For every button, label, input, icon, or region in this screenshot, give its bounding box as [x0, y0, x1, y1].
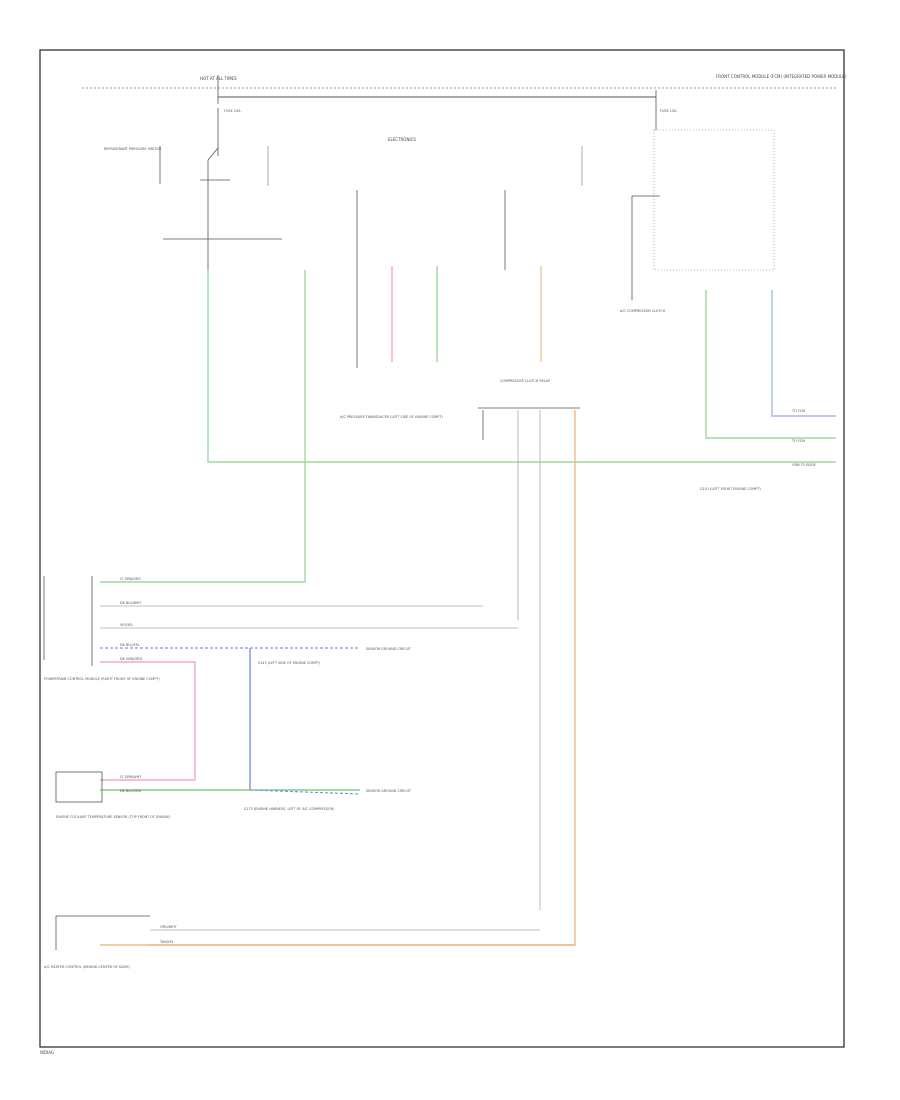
wire-label-8: ORG/WHT [160, 925, 178, 929]
svg-text:COMPRESSOR CLUTCH RELAY: COMPRESSOR CLUTCH RELAY [500, 379, 551, 383]
svg-text:ENGINE COOLANT TEMPERATURE SEN: ENGINE COOLANT TEMPERATURE SENSOR (TOP F… [56, 815, 171, 819]
wire-lt-grn-1 [207, 270, 836, 463]
fcm-relay-block: A/C COMPRESSOR CLUTCH [620, 129, 775, 313]
svg-text:A/C HEATER CONTROL (BEHIND CEN: A/C HEATER CONTROL (BEHIND CENTER OF DAS… [44, 965, 130, 969]
sensor-ref-2: SENSOR GROUND CIRCUIT [366, 789, 412, 793]
hvac-control-module: A/C HEATER CONTROL (BEHIND CENTER OF DAS… [44, 915, 575, 969]
wire-right-blue [771, 290, 836, 417]
wire-label-6: LT GRN/WHT [120, 775, 142, 779]
fuse-right-label: FUSE 10A [660, 109, 677, 113]
engine-coolant-sensor: ENGINE COOLANT TEMPERATURE SENSOR (TOP F… [55, 771, 361, 819]
ground-label: G101 (LEFT FRONT ENGINE COMPT) [700, 487, 761, 491]
title-right: FRONT CONTROL MODULE (FCM) (INTEGRATED P… [716, 74, 847, 79]
to-label-2: TO FCM [791, 439, 805, 443]
wire-lt-grn-2 [100, 270, 306, 583]
wire-right-green [705, 290, 836, 439]
fuse-left-label: FUSE 20A [224, 109, 241, 113]
to-label-1: TO FCM [791, 409, 805, 413]
diagram-border [39, 49, 845, 1048]
footer-id: WDIAG [40, 1050, 54, 1055]
pressure-transducer-label: A/C PRESSURE TRANSDUCER (LEFT SIDE OF EN… [340, 415, 443, 419]
splice-label-2: S173 (ENGINE HARNESS, LEFT OF A/C COMPRE… [244, 807, 335, 811]
wire-label-5: DK GRN/ORG [120, 657, 143, 661]
center-header: ELECTRONICS [388, 137, 416, 142]
wire-label-7: DK BLU/ORG [120, 789, 142, 793]
wire-label-9: TAN/YEL [159, 940, 174, 944]
wire-label-4: DK BLU/YEL [120, 643, 140, 647]
svg-text:POWERTRAIN CONTROL MODULE (RIG: POWERTRAIN CONTROL MODULE (RIGHT FRONT O… [44, 677, 160, 681]
svg-text:A/C COMPRESSOR CLUTCH: A/C COMPRESSOR CLUTCH [620, 309, 666, 313]
to-label-3: GRN TO BODY [792, 463, 817, 467]
pcm-connector: POWERTRAIN CONTROL MODULE (RIGHT FRONT O… [43, 576, 518, 781]
sensor-ref-1: SENSOR GROUND CIRCUIT [366, 647, 412, 651]
wire-label-2: DK BLU/WHT [120, 601, 142, 605]
wire-label-3: VIO/YEL [120, 623, 133, 627]
title-left: HOT AT ALL TIMES [200, 76, 237, 81]
splice-label: S143 (LEFT SIDE OF ENGINE COMPT) [258, 661, 321, 665]
wire-label-1: LT GRN/ORG [120, 577, 141, 581]
svg-text:REFRIGERANT PRESSURE SWITCH: REFRIGERANT PRESSURE SWITCH [104, 147, 161, 151]
refrigerant-pressure-switch: REFRIGERANT PRESSURE SWITCH [104, 132, 230, 270]
